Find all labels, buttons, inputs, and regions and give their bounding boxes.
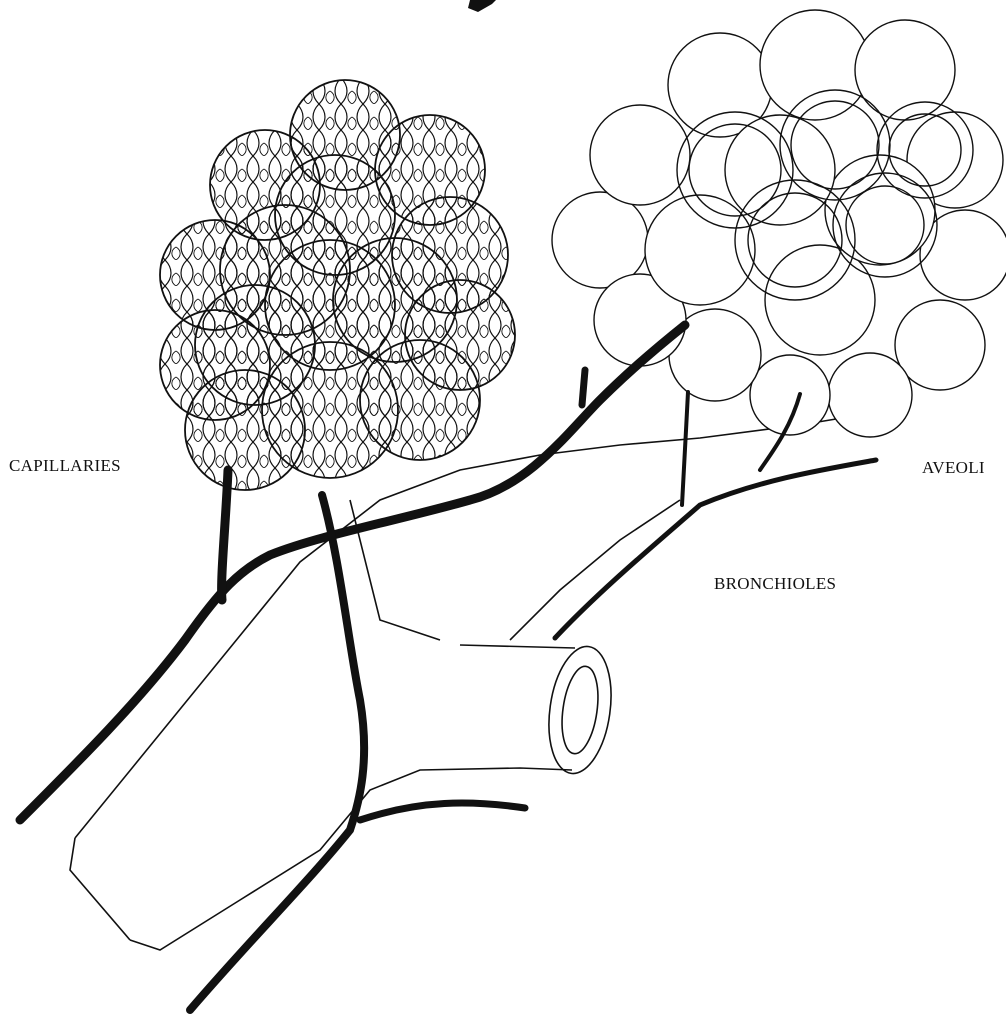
alveolar-sac: [552, 10, 1006, 437]
capillaries-label: CAPILLARIES: [9, 456, 121, 476]
top-fragment: [468, 0, 496, 12]
aveoli-label: AVEOLI: [922, 458, 985, 478]
bronchioles-label: BRONCHIOLES: [714, 574, 836, 594]
capillary-cluster: [160, 80, 515, 490]
bronchiole-tube: [70, 415, 860, 950]
